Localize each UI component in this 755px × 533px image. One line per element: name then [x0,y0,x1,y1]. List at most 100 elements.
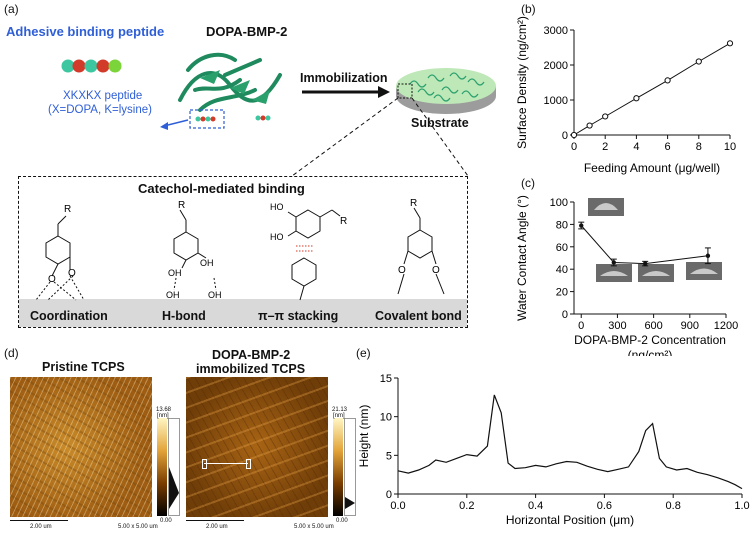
colorbar-1 [157,418,167,516]
panel-a-label: (a) [4,2,19,16]
x-tick-label: 1.0 [734,500,749,512]
bead-dopa [84,59,98,73]
peptide-seq: XKXKX peptide [63,90,143,102]
svg-text:OH: OH [168,268,182,278]
protein-title: DOPA-BMP-2 [206,24,288,39]
scalebar-2-label: 2.00 um [206,524,228,530]
y-tick-label: 100 [550,197,568,209]
histogram-2 [344,418,356,516]
catechol-box [18,176,468,328]
x-tick-label: 900 [681,320,699,332]
svg-text:HO: HO [270,202,284,212]
y-tick-label: 0 [386,489,392,501]
data-point [579,223,584,228]
peptide-title: Adhesive binding peptide [6,24,165,39]
panel-e-label: (e) [356,346,371,360]
x-tick-label: 8 [696,141,702,153]
x-axis-label: Horizontal Position (μm) [506,513,634,527]
afm2-size: 5.00 x 5.00 um [294,524,334,530]
catechol-structures: R O O R OH OH OH OH HO HO R R O O [35,198,445,301]
y-tick-label: 0 [562,130,568,142]
series-line [580,225,708,265]
x-axis-label-units: (ng/cm²) [628,348,673,356]
colorbar-2-max: 21.13 [332,407,348,413]
surface-band [19,299,467,327]
x-tick-label: 0.6 [597,500,612,512]
svg-text:OH: OH [200,258,214,268]
svg-text:R: R [340,216,347,227]
x-tick-label: 0 [571,141,577,153]
x-tick-label: 10 [724,141,736,153]
data-point [586,122,593,129]
y-tick-label: 0 [562,309,568,321]
data-point [664,77,671,84]
y-tick-label: 15 [380,373,392,385]
peptide-def: (X=DOPA, K=lysine) [48,104,152,116]
bead-dopa [61,59,75,73]
svg-text:O: O [432,265,440,276]
y-tick-label: 5 [386,450,392,462]
mode-coordination: Coordination [30,309,108,323]
colorbar-2-unit: [nm] [333,413,345,419]
bead-lysine [96,59,110,73]
svg-text:O: O [68,268,76,279]
data-point [602,113,609,120]
data-point [642,261,648,266]
afm1-title: Pristine TCPS [42,360,125,374]
colorbar-1-max: 13.68 [156,407,172,413]
data-point [570,131,578,139]
x-tick-label: 0.4 [528,500,543,512]
afm2-title-line1: DOPA-BMP-2 [212,348,291,362]
colorbar-1-unit: [nm] [157,413,169,419]
y-tick-label: 10 [380,412,392,424]
mode-covalent: Covalent bond [375,309,462,323]
y-axis-label: Height (nm) [357,405,371,468]
panel-b-label: (b) [521,2,536,16]
afm2-title-line2: immobilized TCPS [196,362,306,376]
x-axis-label: Feeding Amount (μg/well) [584,161,720,175]
immobilization-arrow [302,86,390,98]
afm-image-pristine [10,377,152,517]
peptide-beads [61,59,122,73]
bead-dopa [108,59,122,73]
data-point [633,95,640,102]
substrate-disk [396,68,496,114]
x-tick-label: 6 [665,141,671,153]
y-tick-label: 40 [556,264,568,276]
data-point [705,253,711,258]
x-tick-label: 1200 [714,320,738,332]
panel-d-label: (d) [4,346,19,360]
data-point [695,58,702,65]
peptide-highlight-box [189,109,225,129]
y-axis-label: Water Contact Angle (°) [515,195,529,321]
svg-text:OH: OH [208,290,222,300]
protein-structure [160,52,282,130]
mode-pi-stacking: π–π stacking [258,309,339,323]
series-line [397,394,743,490]
chem-R: R [64,204,71,215]
droplet-insets [588,198,722,282]
y-tick-label: 20 [556,287,568,299]
x-tick-label: 600 [644,320,662,332]
colorbar-2 [333,418,343,516]
x-tick-label: 0.0 [390,500,405,512]
y-tick-label: 60 [556,242,568,254]
x-tick-label: 0.2 [459,500,474,512]
x-tick-label: 0.8 [666,500,681,512]
x-tick-label: 2 [602,141,608,153]
afm1-size: 5.00 x 5.00 um [118,524,158,530]
colorbar-2-min: 0.00 [336,518,348,524]
catechol-box-title: Catechol-mediated binding [138,181,305,196]
svg-text:O: O [398,265,406,276]
bead-lysine [72,59,86,73]
y-tick-label: 1000 [544,95,568,107]
scalebar-1-label: 2.00 um [30,524,52,530]
x-tick-label: 0 [578,320,584,332]
afm-image-immobilized [186,377,328,517]
series-line [573,42,731,136]
y-tick-label: 3000 [544,25,568,37]
scalebar-2 [186,520,244,521]
data-point [611,260,617,265]
